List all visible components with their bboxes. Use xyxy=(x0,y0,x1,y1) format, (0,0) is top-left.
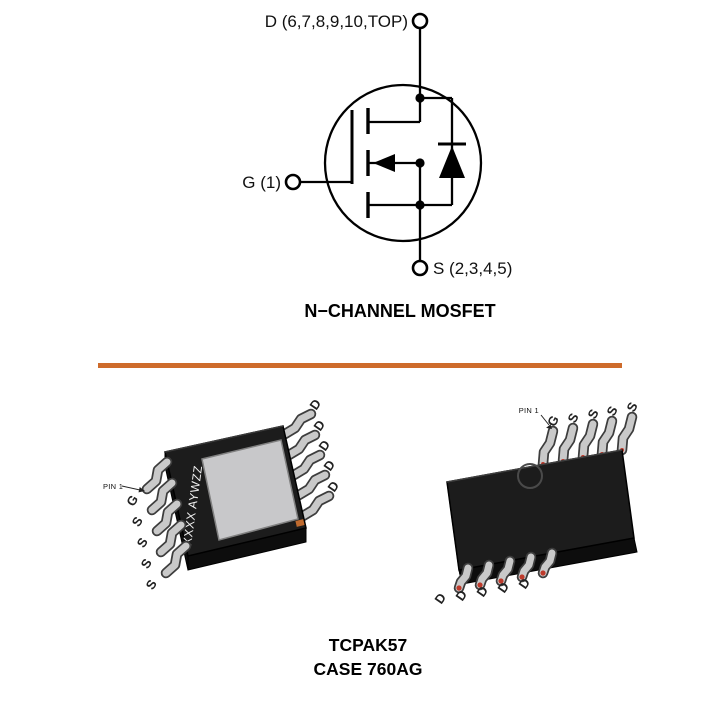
package-lead-face xyxy=(579,420,597,461)
package-left-pad xyxy=(201,439,299,541)
pin-label: S xyxy=(143,577,160,593)
body-diode xyxy=(420,96,466,207)
junction-dot xyxy=(415,93,425,103)
drain-label: D (6,7,8,9,10,TOP) xyxy=(265,12,408,31)
package-lead-face xyxy=(539,549,556,577)
pin-label: D xyxy=(452,587,470,603)
pin-label: D xyxy=(515,575,533,591)
mosfet-caption: N−CHANNEL MOSFET xyxy=(304,301,495,321)
package-lead-face xyxy=(157,521,185,556)
source-label: S (2,3,4,5) xyxy=(433,259,512,278)
pin-label: G xyxy=(123,492,141,509)
left-package-drain-leads xyxy=(279,408,335,522)
pin1-arrow-right xyxy=(546,424,552,429)
pin-label: S xyxy=(564,410,581,425)
pin-label: S xyxy=(603,403,620,418)
case-name: TCPAK57 xyxy=(329,635,407,655)
package-lead-face xyxy=(598,417,616,458)
symbol-circle xyxy=(323,83,483,243)
package-lead-face xyxy=(143,458,171,493)
package-lead-face xyxy=(559,424,577,465)
pin-label: D xyxy=(494,579,512,595)
package-lead-face xyxy=(285,431,319,459)
package-lead-face xyxy=(455,564,472,592)
pin1-arrow-left xyxy=(138,487,145,493)
junction-dot xyxy=(415,158,425,168)
pin1-callout-left: PIN 1 xyxy=(103,482,145,493)
mold-mark-circle xyxy=(517,463,543,489)
package-lead-face xyxy=(476,561,493,589)
package-left: XXXX AYWZZ xyxy=(164,425,307,571)
pin-label: D xyxy=(431,590,449,606)
pin-label: S xyxy=(623,399,640,414)
pin1-label-left: PIN 1 xyxy=(103,482,123,491)
section-divider xyxy=(98,363,622,368)
package-right-edge-highlight xyxy=(446,449,623,483)
pin1-label-right: PIN 1 xyxy=(519,406,539,415)
right-package-drain-leads xyxy=(453,547,558,594)
package-lead-face xyxy=(497,557,514,585)
package-lead-face xyxy=(295,471,329,499)
solder-pad-mark xyxy=(456,585,462,591)
solder-pad-mark xyxy=(519,574,525,580)
diode-triangle xyxy=(439,146,465,178)
package-lead-face xyxy=(148,479,176,514)
left-package-source-leads xyxy=(141,456,192,579)
case-number: CASE 760AG xyxy=(314,659,423,679)
pin-label: S xyxy=(134,535,151,551)
package-lead-face xyxy=(290,451,324,479)
pin-label: D xyxy=(473,583,491,599)
solder-pad-mark xyxy=(540,570,546,576)
package-lead-face xyxy=(618,413,636,454)
gate-label: G (1) xyxy=(242,173,281,192)
drain-terminal xyxy=(411,12,429,30)
mosfet-symbol xyxy=(284,12,483,277)
pin-label: S xyxy=(584,406,601,421)
pin-label: S xyxy=(129,514,146,530)
package-lead-face xyxy=(518,553,535,581)
gate-terminal xyxy=(284,173,302,191)
right-package-source-leads xyxy=(537,411,638,470)
package-lead-face xyxy=(281,410,315,438)
package-left-edge-highlight xyxy=(164,425,284,453)
gate-arrow xyxy=(373,154,395,172)
package-lead-face xyxy=(299,492,333,520)
pin-label: G xyxy=(544,413,562,429)
junction-dot xyxy=(415,200,425,210)
package-lead-face xyxy=(153,500,181,535)
package-left-notch xyxy=(295,519,305,527)
package-lead-face xyxy=(539,427,557,468)
source-terminal xyxy=(411,259,429,277)
solder-pad-mark xyxy=(498,578,504,584)
package-lead-face xyxy=(162,542,190,577)
solder-pad-mark xyxy=(477,582,483,588)
pin1-callout-right: PIN 1 xyxy=(519,406,552,429)
pin-label: S xyxy=(138,556,155,572)
